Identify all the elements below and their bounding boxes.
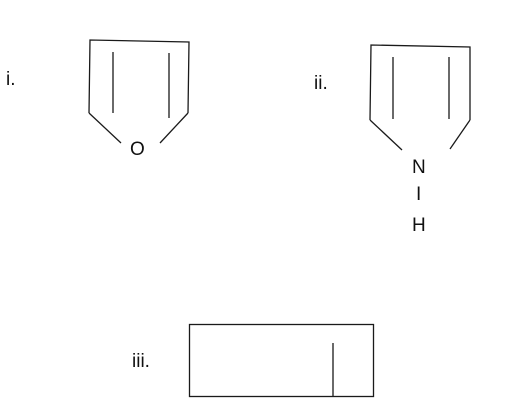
hydrogen-atom-label: H bbox=[412, 215, 426, 236]
oxygen-atom-label: O bbox=[130, 139, 145, 160]
n-h-bond-label: I bbox=[416, 184, 422, 205]
structure-iii-rectangle bbox=[188, 323, 375, 398]
structure-ii-bond-to-n-right bbox=[449, 119, 471, 150]
structure-iii-box bbox=[188, 323, 375, 398]
structure-i-outline bbox=[88, 39, 190, 114]
item-label-iii: iii. bbox=[132, 351, 150, 372]
structure-i-bond-to-o-left bbox=[88, 112, 122, 144]
structure-i-bond-to-o-right bbox=[159, 112, 189, 144]
item-label-ii: ii. bbox=[314, 73, 328, 94]
structure-ii-outline bbox=[369, 44, 471, 121]
structure-ii-bond-to-n-left bbox=[369, 119, 403, 151]
structure-i-ring bbox=[88, 39, 190, 144]
item-label-i: i. bbox=[6, 69, 16, 90]
nitrogen-atom-label: N bbox=[412, 157, 426, 178]
structure-ii-ring bbox=[369, 44, 471, 151]
